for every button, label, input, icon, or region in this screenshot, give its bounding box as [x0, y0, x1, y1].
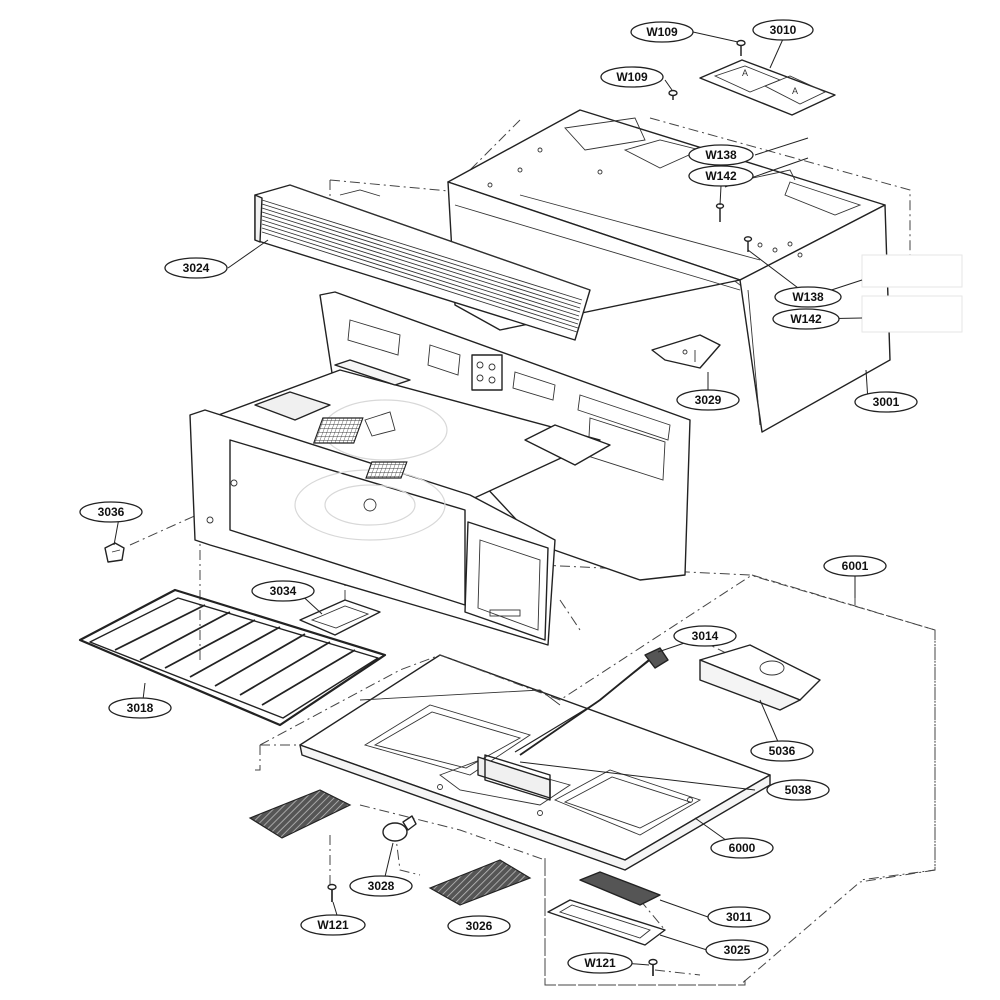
callout-label: 3014 [692, 629, 719, 643]
screw-w121-left-icon [327, 883, 337, 902]
callout-label: W121 [317, 918, 349, 932]
wire-harness-3014 [514, 647, 669, 756]
callout-5036: 5036 [750, 740, 814, 762]
callout-5038: 5038 [766, 779, 830, 801]
callout-label: 5036 [769, 744, 796, 758]
callout-3011: 3011 [707, 906, 771, 928]
filter-3034 [299, 599, 381, 636]
callout-w138-top: W138 [688, 144, 754, 166]
callout-3001: 3001 [854, 391, 918, 413]
callout-w142-top: W142 [688, 165, 754, 187]
callout-label: 3025 [724, 943, 751, 957]
screw-w109-top-icon [736, 39, 746, 56]
callout-3036: 3036 [79, 501, 143, 523]
screw-w109-mid-icon [668, 89, 678, 100]
vent-grille-3024 [254, 184, 591, 341]
callout-label: 3010 [770, 23, 797, 37]
callout-3014: 3014 [673, 625, 737, 647]
svg-text:A: A [742, 68, 748, 78]
callout-3018: 3018 [108, 697, 172, 719]
callout-3024: 3024 [164, 257, 228, 279]
callout-label: 3001 [873, 395, 900, 409]
callout-label: 6000 [729, 841, 756, 855]
callout-label: W142 [705, 169, 737, 183]
callout-3034: 3034 [251, 580, 315, 602]
callout-label: W121 [584, 956, 616, 970]
callout-3010: 3010 [752, 19, 814, 41]
callout-label: 6001 [842, 559, 869, 573]
callout-label: 3034 [270, 584, 297, 598]
callout-label: 3011 [726, 910, 752, 924]
bracket-5038 [484, 754, 551, 801]
cover-5036 [699, 644, 821, 711]
oven-rack-3018 [78, 588, 387, 727]
callout-label: 3036 [98, 505, 125, 519]
callout-6000: 6000 [710, 837, 774, 859]
callout-label: 3028 [368, 879, 395, 893]
callout-label: 3029 [695, 393, 722, 407]
callout-3026: 3026 [447, 915, 511, 937]
screw-w121-bottom-icon [648, 958, 658, 976]
grease-filter-left [248, 789, 352, 839]
inner-cavity-frame [189, 291, 691, 646]
callout-w109-mid: W109 [600, 66, 664, 88]
base-plate-6000 [299, 654, 771, 871]
callout-w142-side: W142 [772, 308, 840, 330]
callout-6001: 6001 [823, 555, 887, 577]
callout-w109-top: W109 [630, 21, 694, 43]
lamp-bulb-3028-icon [382, 815, 417, 842]
callout-label: 3018 [127, 701, 154, 715]
bracket-3029 [651, 334, 721, 369]
grease-filter-3026 [428, 859, 532, 906]
callout-label: W142 [790, 312, 822, 326]
callout-3029: 3029 [676, 389, 740, 411]
callout-label: 3026 [466, 919, 493, 933]
callout-3025: 3025 [705, 939, 769, 961]
callout-label: W109 [616, 70, 648, 84]
callout-w138-side: W138 [774, 286, 842, 308]
lens-3011 [579, 871, 661, 906]
callout-label: W109 [646, 25, 678, 39]
callout-label: W138 [705, 148, 737, 162]
lamp-cover-3025 [547, 899, 666, 946]
svg-text:A: A [792, 86, 798, 96]
callout-w121-bottom: W121 [567, 952, 633, 974]
callout-label: 3024 [183, 261, 210, 275]
assembly-bracket-6001 [259, 574, 936, 986]
top-bracket-3010: A A [699, 59, 836, 116]
callout-w121-left: W121 [300, 914, 366, 936]
clip-3036 [104, 542, 125, 563]
callout-3028: 3028 [349, 875, 413, 897]
callout-label: W138 [792, 290, 824, 304]
callout-label: 5038 [785, 783, 812, 797]
